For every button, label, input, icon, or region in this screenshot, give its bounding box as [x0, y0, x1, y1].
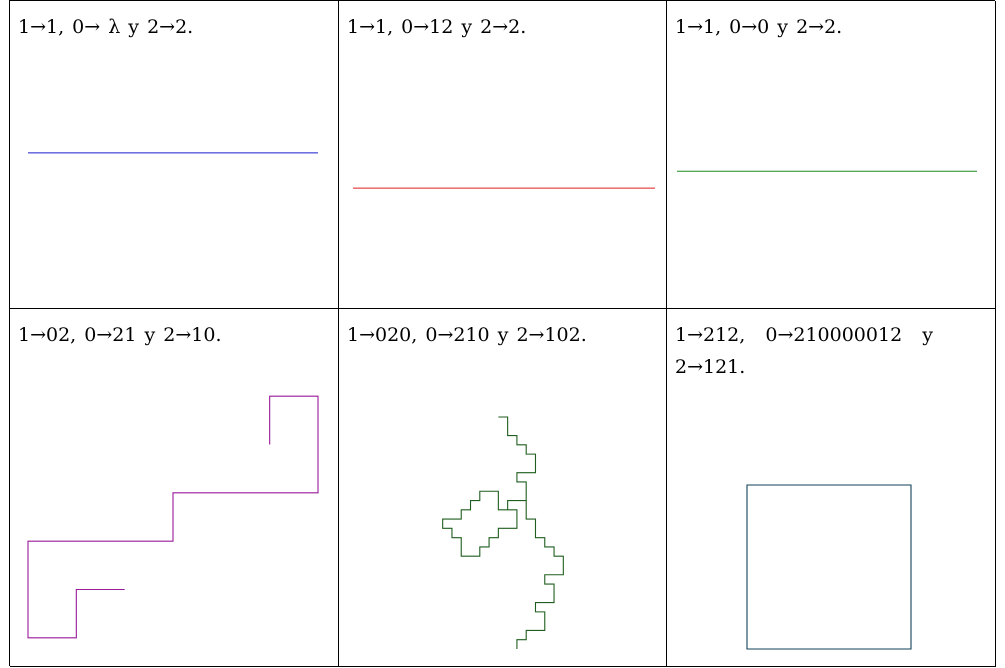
table-cell-5: 1→020, 0→210 y 2→102.	[339, 309, 667, 667]
table-cell-2: 1→1, 0→12 y 2→2.	[339, 1, 667, 309]
fractal-table: 1→1, 0→ λ y 2→2. 1→1, 0→12 y 2→2. 1→1, 0…	[9, 0, 996, 667]
table-cell-1: 1→1, 0→ λ y 2→2.	[10, 1, 339, 309]
fractal-curve-blue	[28, 152, 318, 154]
curve-path	[746, 484, 912, 650]
fractal-curve-green	[677, 170, 977, 172]
curve-path	[442, 416, 564, 649]
curve-path	[27, 395, 319, 639]
fractal-curve-darkgreen	[442, 416, 564, 649]
cell-caption: 1→1, 0→ λ y 2→2.	[18, 16, 194, 38]
fractal-curve-red	[353, 187, 655, 189]
fractal-curve-purple	[27, 395, 319, 639]
cell-caption: 1→1, 0→0 y 2→2.	[675, 16, 843, 38]
table-cell-6: 1→212, 0→210000012 y 2→121.	[667, 309, 996, 667]
cell-caption: 1→212, 0→210000012 y 2→121.	[675, 324, 933, 378]
table-cell-4: 1→02, 0→21 y 2→10.	[10, 309, 339, 667]
cell-caption: 1→1, 0→12 y 2→2.	[347, 16, 527, 38]
cell-caption: 1→02, 0→21 y 2→10.	[18, 324, 222, 346]
cell-caption: 1→020, 0→210 y 2→102.	[347, 324, 587, 346]
table-cell-3: 1→1, 0→0 y 2→2.	[667, 1, 996, 309]
fractal-curve-navy	[746, 484, 912, 650]
